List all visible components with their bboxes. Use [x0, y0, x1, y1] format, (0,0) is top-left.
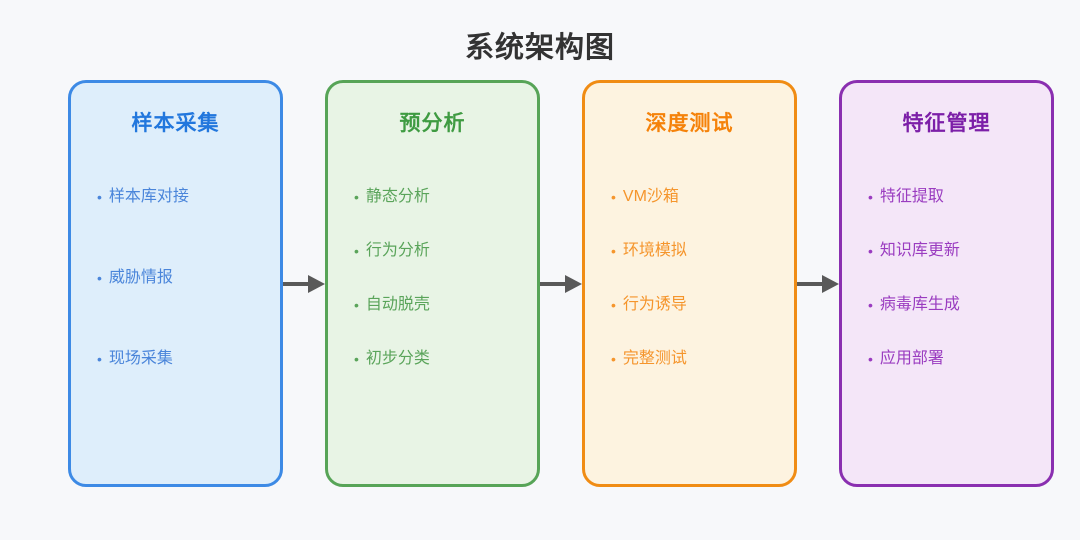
arrow-line — [283, 281, 308, 286]
bullet-icon: • — [611, 297, 616, 313]
stage-item-label: 特征提取 — [879, 188, 944, 205]
stage-card-0: 样本采集 • 样本库对接 • 威胁情报 • 现场采集 — [68, 80, 283, 487]
bullet-icon: • — [611, 189, 616, 205]
stage-item-list: • 特征提取 • 知识库更新 • 病毒库生成 • 应用部署 — [842, 186, 1051, 370]
stage-item: • 病毒库生成 — [868, 294, 1043, 316]
stage-item-label: 环境模拟 — [622, 242, 687, 259]
stage-card-1: 预分析 • 静态分析 • 行为分析 • 自动脱壳 • 初步分类 — [325, 80, 540, 487]
stage-item-label: 自动脱壳 — [365, 296, 430, 313]
stage-item: • 特征提取 — [868, 186, 1043, 208]
flow-arrow — [283, 274, 325, 293]
bullet-icon: • — [868, 243, 873, 259]
stage-title: 预分析 — [399, 112, 466, 135]
stage-item-label: 样本库对接 — [108, 188, 189, 205]
stage-item: • 威胁情报 — [97, 267, 272, 289]
stage-item-label: 完整测试 — [622, 350, 687, 367]
stage-item-label: 威胁情报 — [108, 269, 173, 286]
arrow-head-icon — [565, 274, 582, 293]
stage-title: 特征管理 — [902, 112, 991, 135]
stage-item: • 知识库更新 — [868, 240, 1043, 262]
bullet-icon: • — [611, 351, 616, 367]
stage-item: • VM沙箱 — [611, 186, 786, 208]
bullet-icon: • — [611, 243, 616, 259]
stage-item-label: 行为诱导 — [622, 296, 687, 313]
stage-card-2: 深度测试 • VM沙箱 • 环境模拟 • 行为诱导 • 完整测试 — [582, 80, 797, 487]
flow-arrow — [540, 274, 582, 293]
flow-container: 样本采集 • 样本库对接 • 威胁情报 • 现场采集 预分析 • 静态分析 • 行为分析 • 自动脱壳 • 初… — [68, 80, 1054, 487]
stage-title: 样本采集 — [131, 112, 220, 135]
stage-item-list: • VM沙箱 • 环境模拟 • 行为诱导 • 完整测试 — [585, 186, 794, 370]
stage-item-label: VM沙箱 — [622, 188, 679, 205]
stage-card-3: 特征管理 • 特征提取 • 知识库更新 • 病毒库生成 • 应用部署 — [839, 80, 1054, 487]
bullet-icon: • — [868, 351, 873, 367]
stage-item: • 应用部署 — [868, 348, 1043, 370]
stage-item: • 初步分类 — [354, 348, 529, 370]
stage-item: • 行为分析 — [354, 240, 529, 262]
stage-item-label: 静态分析 — [365, 188, 430, 205]
stage-item: • 环境模拟 — [611, 240, 786, 262]
arrow-line — [797, 281, 822, 286]
arrow-head-icon — [822, 274, 839, 293]
diagram-title: 系统架构图 — [464, 32, 615, 64]
stage-title: 深度测试 — [645, 112, 734, 135]
bullet-icon: • — [868, 189, 873, 205]
bullet-icon: • — [354, 189, 359, 205]
stage-item-label: 初步分类 — [365, 350, 430, 367]
stage-item-list: • 样本库对接 • 威胁情报 • 现场采集 — [71, 186, 280, 370]
stage-item: • 自动脱壳 — [354, 294, 529, 316]
stage-item: • 静态分析 — [354, 186, 529, 208]
stage-item-label: 现场采集 — [108, 350, 173, 367]
bullet-icon: • — [97, 351, 102, 367]
bullet-icon: • — [97, 270, 102, 286]
stage-item: • 现场采集 — [97, 348, 272, 370]
stage-item: • 完整测试 — [611, 348, 786, 370]
bullet-icon: • — [868, 297, 873, 313]
bullet-icon: • — [354, 243, 359, 259]
bullet-icon: • — [354, 351, 359, 367]
bullet-icon: • — [97, 189, 102, 205]
stage-item: • 样本库对接 — [97, 186, 272, 208]
arrow-head-icon — [308, 274, 325, 293]
arrow-line — [540, 281, 565, 286]
stage-item-label: 应用部署 — [879, 350, 944, 367]
stage-item-list: • 静态分析 • 行为分析 • 自动脱壳 • 初步分类 — [328, 186, 537, 370]
stage-item-label: 病毒库生成 — [879, 296, 960, 313]
stage-item: • 行为诱导 — [611, 294, 786, 316]
stage-item-label: 行为分析 — [365, 242, 430, 259]
flow-arrow — [797, 274, 839, 293]
bullet-icon: • — [354, 297, 359, 313]
stage-item-label: 知识库更新 — [879, 242, 960, 259]
